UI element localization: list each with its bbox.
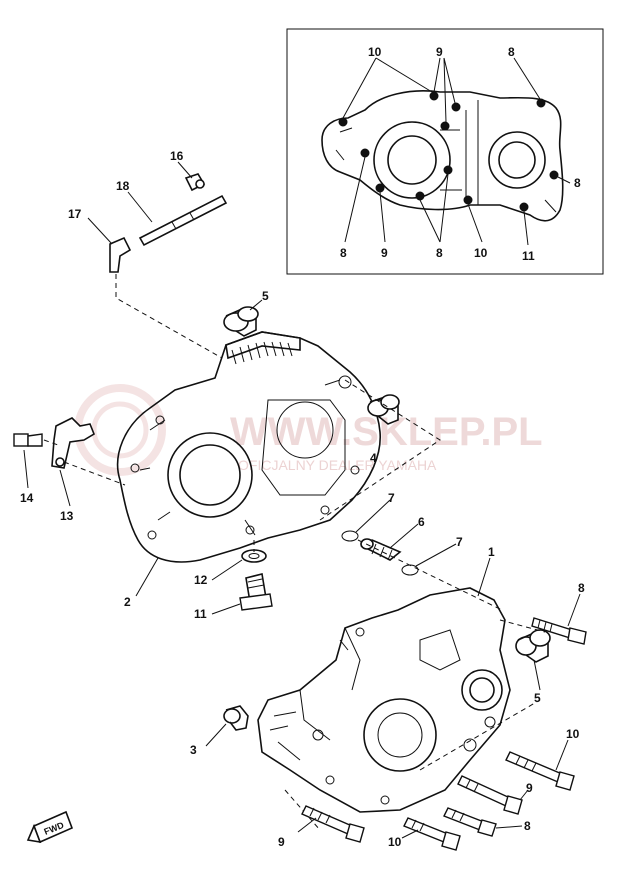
right-crankcase: [257, 557, 541, 831]
callout-5-bottom: 5: [534, 691, 541, 705]
bolt-10-left: [297, 805, 365, 843]
callout-7-bottom: 7: [456, 535, 463, 549]
inset-callout-10-bottom: 10: [474, 246, 488, 260]
callout-2: 2: [124, 595, 131, 609]
inset-callout-10: 10: [368, 45, 382, 59]
bushing-bottom: [499, 619, 551, 691]
inset-callout-11: 11: [522, 249, 535, 263]
watermark: WWW.SKLEP.PL OFICJALNY DEALER YAMAHA: [74, 384, 543, 476]
callout-9: 10: [388, 835, 402, 849]
bolt-9: [401, 817, 461, 851]
callout-7-top: 7: [388, 491, 395, 505]
screw-18: [13, 433, 59, 489]
callout-10-left-label: 9: [278, 835, 285, 849]
callout-10-right: 9: [526, 781, 533, 795]
breather-pipe-group: [87, 161, 228, 359]
inset-callout-8-left: 8: [340, 246, 347, 260]
left-crankcase: [116, 331, 381, 597]
callout-17: 13: [60, 509, 74, 523]
dowel-oring-group: [341, 499, 503, 611]
callout-8-bottom: 8: [524, 819, 531, 833]
callout-15: 11: [194, 607, 207, 621]
callout-3: 3: [190, 743, 197, 757]
lever-plate: [51, 417, 126, 507]
inset-callout-8-bottom: 8: [436, 246, 443, 260]
callout-6: 6: [418, 515, 425, 529]
callout-1: 1: [488, 545, 495, 559]
callout-4: 4: [370, 451, 377, 465]
inset-callout-9-bottom: 9: [381, 246, 388, 260]
bushing-3: [205, 705, 249, 747]
callout-13: 17: [68, 207, 82, 221]
callout-5-top: 5: [262, 289, 269, 303]
bolt-11: [505, 739, 575, 791]
bushing-mid: [319, 379, 441, 521]
bushing-top: [223, 299, 263, 337]
inset-view: 10 9 8 8 8 9 8 10 11: [286, 28, 604, 275]
forward-arrow-icon: FWD: [26, 810, 74, 844]
callout-16: 12: [194, 573, 208, 587]
drain-plug-group: [211, 540, 273, 615]
inset-callout-8-right: 8: [574, 176, 581, 190]
inset-callout-9: 9: [436, 45, 443, 59]
callout-14: 18: [116, 179, 130, 193]
callout-12: 16: [170, 149, 184, 163]
callout-18: 14: [20, 491, 34, 505]
callout-8-top: 8: [578, 581, 585, 595]
bolt-8-lower: [443, 807, 523, 837]
callout-11: 10: [566, 727, 580, 741]
watermark-tagline: OFICJALNY DEALER YAMAHA: [238, 457, 437, 473]
bolt-8-upper: [531, 593, 587, 645]
inset-frame: [286, 28, 604, 275]
bolt-10-right: [457, 775, 529, 815]
inset-callout-8-top: 8: [508, 45, 515, 59]
